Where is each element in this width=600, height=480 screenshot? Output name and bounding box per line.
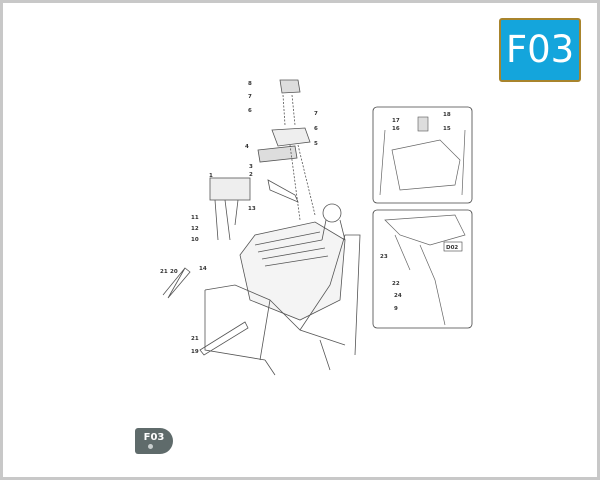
part-label: 7 (248, 94, 252, 100)
frame-drawing (162, 79, 361, 376)
part-label: 21 (160, 269, 168, 275)
inset-bottom: D02 23 22 24 9 (372, 209, 473, 329)
part-label: 2 (249, 172, 253, 178)
part-label: 17 (392, 118, 400, 124)
part-label: 11 (191, 215, 199, 221)
part-label: 5 (314, 141, 318, 147)
part-label: 21 (191, 336, 199, 342)
part-label: 7 (314, 111, 318, 117)
part-label: 10 (191, 237, 199, 243)
part-label: 24 (394, 293, 402, 299)
part-label: 8 (248, 81, 252, 87)
main-part-labels: 8 7 6 7 6 5 4 3 2 1 13 11 12 10 14 21 20… (160, 81, 318, 355)
reference-label: D02 (446, 245, 458, 251)
part-label: 14 (199, 266, 207, 272)
tab-dot-icon (148, 444, 153, 449)
part-label: 20 (170, 269, 178, 275)
part-label: 6 (314, 126, 318, 132)
section-tab-button[interactable]: F03 (135, 428, 173, 454)
part-label: 23 (380, 254, 388, 260)
inset-top: 17 18 16 15 (372, 106, 473, 204)
part-label: 19 (191, 349, 199, 355)
section-tab-label: F03 (143, 432, 165, 443)
part-label: 18 (443, 112, 451, 118)
part-label: 16 (392, 126, 400, 132)
part-label: 6 (248, 108, 252, 114)
part-label: 3 (249, 164, 253, 170)
part-label: 15 (443, 126, 451, 132)
part-label: 4 (245, 144, 249, 150)
part-label: 13 (248, 206, 256, 212)
part-label: 22 (392, 281, 400, 287)
section-badge: F03 (499, 18, 581, 82)
part-label: 1 (209, 173, 213, 179)
part-label: 9 (394, 306, 398, 312)
part-label: 12 (191, 226, 199, 232)
